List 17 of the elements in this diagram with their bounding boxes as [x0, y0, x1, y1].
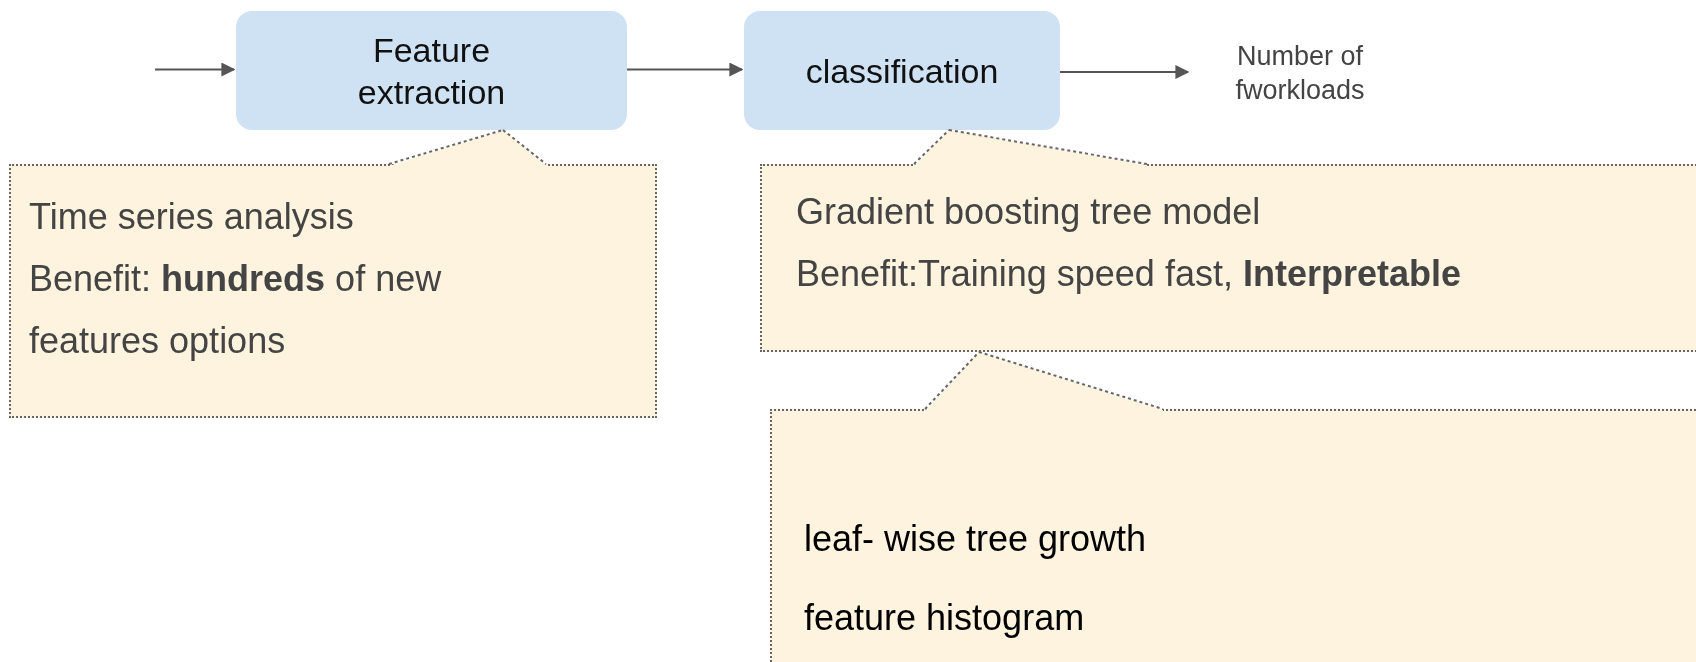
callout-text: Benefit: hundreds of new features options	[29, 257, 443, 363]
arrow	[154, 62, 236, 77]
arrow	[626, 62, 744, 77]
leader-line	[913, 129, 950, 165]
arrow	[1059, 65, 1190, 79]
output-text: Number of fworkloads	[1234, 40, 1366, 107]
callout-text: Gradient boosting tree model	[796, 190, 1262, 234]
callout-text: leaf- wise tree growth	[804, 517, 1148, 561]
callout-text: Time series analysis	[29, 195, 355, 239]
process-box	[236, 11, 627, 130]
callout-text: feature histogram	[804, 596, 1086, 640]
box-label: classification	[805, 50, 999, 92]
leader-line	[924, 351, 980, 410]
process-box	[744, 11, 1060, 130]
leader-line	[388, 129, 504, 165]
box-label: Feature extraction	[356, 29, 507, 113]
callout-text: Benefit:Training speed fast, Interpretable	[796, 252, 1462, 296]
